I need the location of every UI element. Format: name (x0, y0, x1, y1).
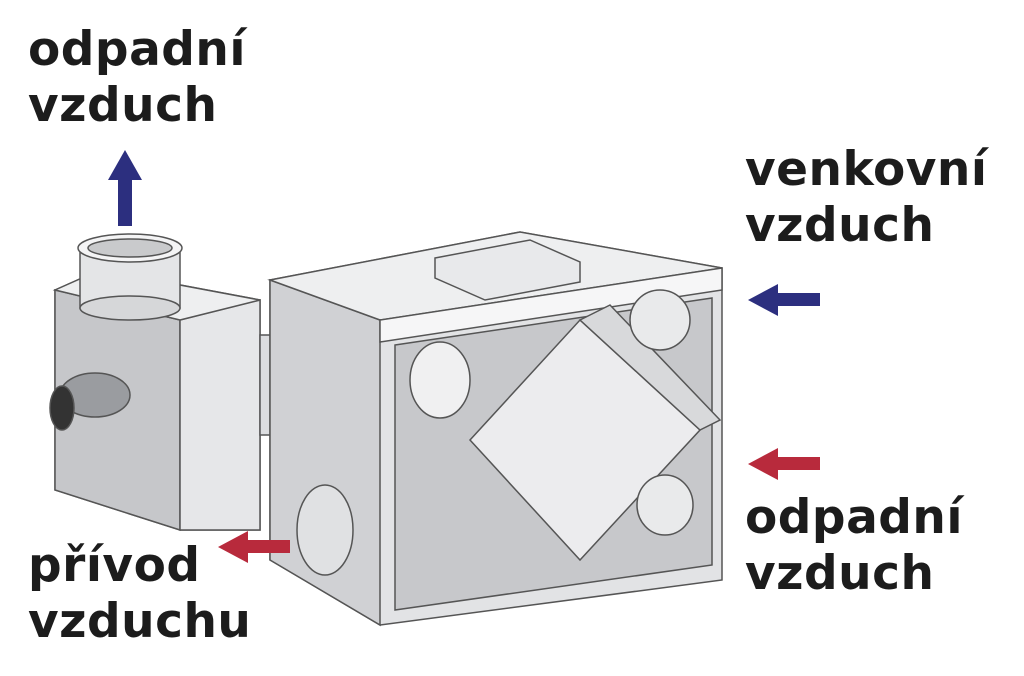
label-line: vzduch (28, 78, 218, 133)
label-line: odpadní (745, 490, 964, 545)
arrow-left-red-bottom (218, 531, 290, 563)
label-line: přívod (28, 538, 201, 593)
exhaust-duct (77, 233, 183, 321)
label-line: vzduch (745, 198, 935, 253)
label-exhaust-air-right: odpadní vzduch (745, 490, 963, 602)
label-exhaust-air-top: odpadní vzduch (28, 22, 246, 134)
label-line: vzduch (745, 546, 935, 601)
label-supply-air: přívod vzduchu (28, 538, 251, 650)
label-line: venkovní (745, 142, 988, 197)
arrow-up-blue (108, 150, 142, 226)
label-line: odpadní (28, 22, 247, 77)
label-outdoor-air: venkovní vzduch (745, 142, 987, 254)
label-line: vzduchu (28, 594, 252, 649)
fan-box (49, 269, 261, 532)
arrow-left-blue (748, 284, 820, 316)
arrow-left-red-right (748, 448, 820, 480)
heat-recovery-unit (267, 231, 723, 627)
